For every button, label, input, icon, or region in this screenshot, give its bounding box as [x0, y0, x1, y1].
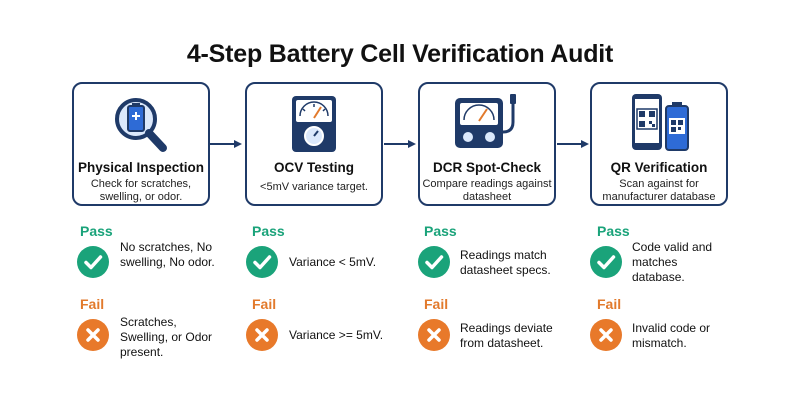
pass-label: Pass: [80, 223, 113, 239]
x-icon: [590, 319, 622, 351]
pass-label: Pass: [597, 223, 630, 239]
check-icon: [590, 246, 622, 278]
check-icon: [418, 246, 450, 278]
step-title: QR Verification: [610, 160, 708, 175]
magnifier-battery-icon: [74, 92, 208, 154]
pass-label: Pass: [252, 223, 285, 239]
step-card-qr-verification: QR Verification Scan against for manufac…: [590, 82, 728, 206]
fail-label: Fail: [597, 296, 622, 312]
page-title: 4-Step Battery Cell Verification Audit: [186, 40, 614, 68]
fail-criteria-text: Readings deviate from datasheet.: [460, 321, 553, 350]
fail-label: Fail: [424, 296, 449, 312]
flow-arrow: [557, 140, 589, 148]
x-icon: [77, 319, 109, 351]
fail-label: Fail: [80, 296, 105, 312]
step-card-dcr-spot-check: DCR Spot-Check Compare readings against …: [418, 82, 556, 206]
pass-label: Pass: [424, 223, 457, 239]
step-card-physical-inspection: Physical Inspection Check for scratches,…: [72, 82, 210, 206]
step-title: Physical Inspection: [77, 160, 205, 175]
step-card-ocv-testing: OCV Testing <5mV variance target.: [245, 82, 383, 206]
fail-criteria-text: Scratches, Swelling, or Odor present.: [120, 315, 213, 359]
phone-qr-battery-icon: [592, 92, 726, 154]
flow-arrow: [210, 140, 242, 148]
pass-criteria-text: Code valid and matches database.: [632, 240, 713, 284]
pass-criteria-text: Variance < 5mV.: [289, 255, 377, 269]
multimeter-icon: [420, 92, 554, 154]
step-title: DCR Spot-Check: [432, 160, 541, 175]
flow-arrow: [384, 140, 416, 148]
step-description: Scan against for manufacturer database: [602, 178, 716, 203]
x-icon: [418, 319, 450, 351]
step-title: OCV Testing: [273, 160, 354, 175]
x-icon: [246, 319, 278, 351]
fail-criteria-text: Invalid code or mismatch.: [632, 321, 711, 350]
pass-criteria-text: Readings match datasheet specs.: [460, 248, 551, 277]
fail-label: Fail: [252, 296, 277, 312]
check-icon: [77, 246, 109, 278]
pass-criteria-text: No scratches, No swelling, No odor.: [120, 240, 215, 269]
fail-criteria-text: Variance >= 5mV.: [289, 328, 384, 342]
step-description: <5mV variance target.: [260, 181, 368, 193]
check-icon: [246, 246, 278, 278]
step-description: Compare readings against datasheet: [422, 178, 552, 203]
voltmeter-icon: [247, 92, 381, 154]
step-description: Check for scratches, swelling, or odor.: [90, 178, 192, 203]
